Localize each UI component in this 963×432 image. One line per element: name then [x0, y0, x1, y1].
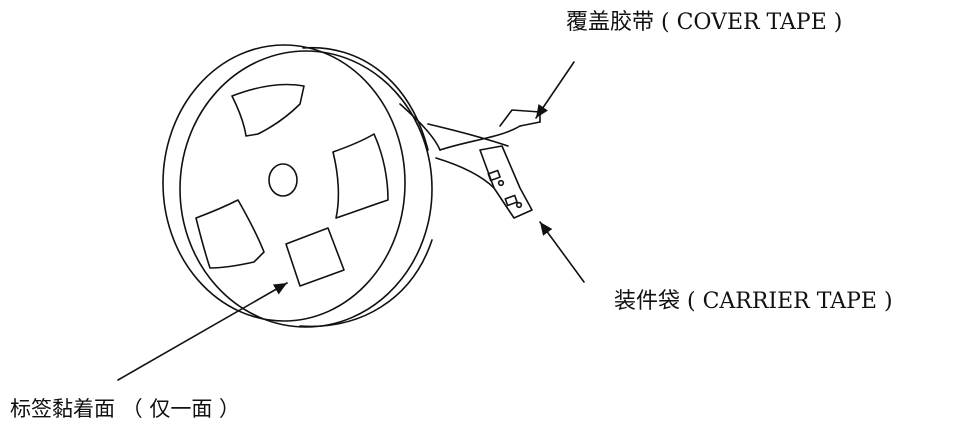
reel-back-flange	[179, 46, 433, 328]
reel-front-flange	[162, 44, 406, 322]
cover-tape-arrow	[535, 61, 575, 119]
carrier-tape-arrow	[539, 221, 585, 283]
cover-tape-label: 覆盖胶带 ( COVER TAPE )	[566, 10, 843, 35]
carrier-tape-strip	[427, 123, 533, 219]
label-window	[285, 227, 345, 287]
reel-window-right	[332, 133, 389, 219]
reel-window-top	[231, 83, 305, 137]
label-adhesion-side-label: 标签黏着面 （ 仅一面 ）	[10, 397, 241, 421]
label-side-arrow	[117, 282, 288, 381]
reel-hub-hole	[268, 163, 298, 197]
carrier-tape-label: 装件袋 ( CARRIER TAPE )	[614, 289, 893, 314]
reel-window-left	[195, 199, 265, 269]
